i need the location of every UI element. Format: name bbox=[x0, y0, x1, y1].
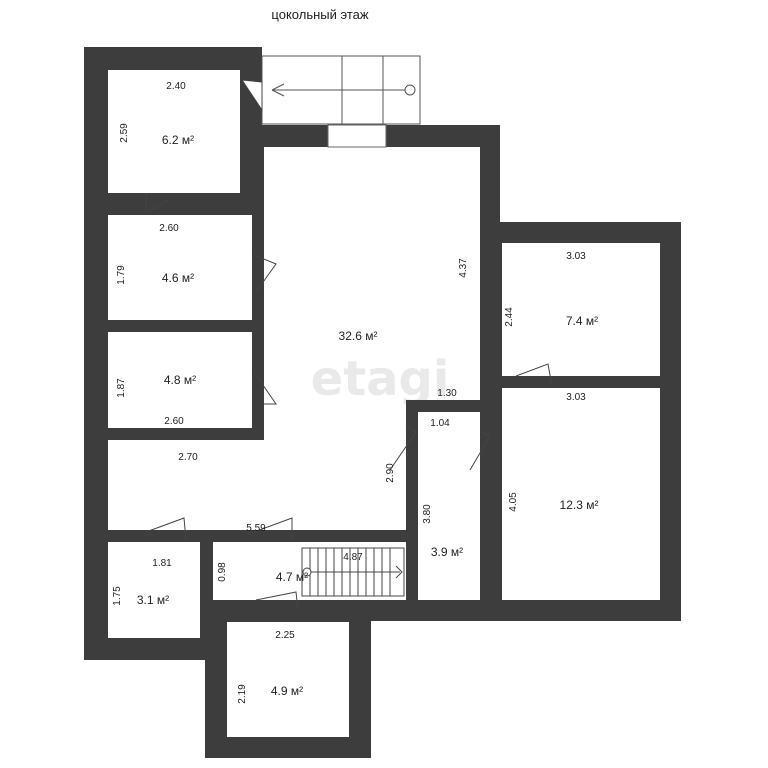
room-3-width: 2.60 bbox=[164, 416, 184, 427]
door-1 bbox=[240, 79, 263, 112]
room-6-area: 12.3 м² bbox=[560, 498, 599, 512]
room-9-height: 0.98 bbox=[217, 562, 228, 582]
door-4 bbox=[253, 371, 277, 405]
room-7-area: 3.9 м² bbox=[431, 545, 463, 559]
room-8-area: 3.1 м² bbox=[137, 593, 169, 607]
room-10-height: 2.19 bbox=[237, 684, 248, 704]
room-3-area: 4.8 м² bbox=[164, 373, 196, 387]
room-2-height: 1.79 bbox=[116, 265, 127, 285]
door-8 bbox=[145, 517, 187, 541]
room-2-width: 2.60 bbox=[159, 223, 179, 234]
room-7-corridor: 2.90 bbox=[385, 463, 396, 483]
room-3-height: 1.87 bbox=[116, 378, 127, 398]
room-1-area: 6.2 м² bbox=[162, 133, 194, 147]
room-9-area: 4.7 м² bbox=[276, 570, 308, 584]
hall-lower-width: 2.70 bbox=[178, 452, 198, 463]
room-8-width: 1.81 bbox=[152, 558, 172, 569]
room-5-height: 2.44 bbox=[504, 307, 515, 327]
room-10-width: 2.25 bbox=[275, 630, 295, 641]
door-2 bbox=[145, 193, 169, 214]
door-10 bbox=[255, 591, 299, 611]
room-1-width: 2.40 bbox=[166, 81, 186, 92]
room-7-width: 1.04 bbox=[430, 418, 450, 429]
room-2-area: 4.6 м² bbox=[162, 271, 194, 285]
room-5-width: 3.03 bbox=[566, 251, 586, 262]
hall-step-width: 1.30 bbox=[437, 388, 457, 399]
room-7-height: 3.80 bbox=[422, 504, 433, 524]
room-6-height: 4.05 bbox=[508, 492, 519, 512]
door-6 bbox=[469, 431, 491, 471]
room-10-area: 4.9 м² bbox=[271, 684, 303, 698]
door-5 bbox=[389, 425, 417, 471]
window bbox=[327, 124, 387, 148]
watermark: etagi bbox=[311, 351, 450, 407]
room-5-area: 7.4 м² bbox=[566, 314, 598, 328]
entrance-stairs bbox=[261, 55, 421, 125]
door-7 bbox=[515, 363, 553, 387]
inner-stairs bbox=[301, 547, 405, 597]
room-labels: 6.2 м² 2.40 2.59 4.6 м² 2.60 1.79 4.8 м²… bbox=[112, 81, 598, 704]
door-9 bbox=[253, 517, 293, 540]
room-9-width: 4.87 bbox=[343, 552, 363, 563]
hall-bottom-width: 5.59 bbox=[246, 523, 266, 534]
floor-title: цокольный этаж bbox=[271, 7, 369, 22]
room-6-width: 3.03 bbox=[566, 392, 586, 403]
doors bbox=[145, 79, 553, 611]
room-8-height: 1.75 bbox=[112, 586, 123, 606]
door-3 bbox=[253, 254, 277, 293]
hall-area: 32.6 м² bbox=[339, 329, 378, 343]
room-1-height: 2.59 bbox=[119, 123, 130, 143]
hall-height: 4.37 bbox=[458, 258, 469, 278]
